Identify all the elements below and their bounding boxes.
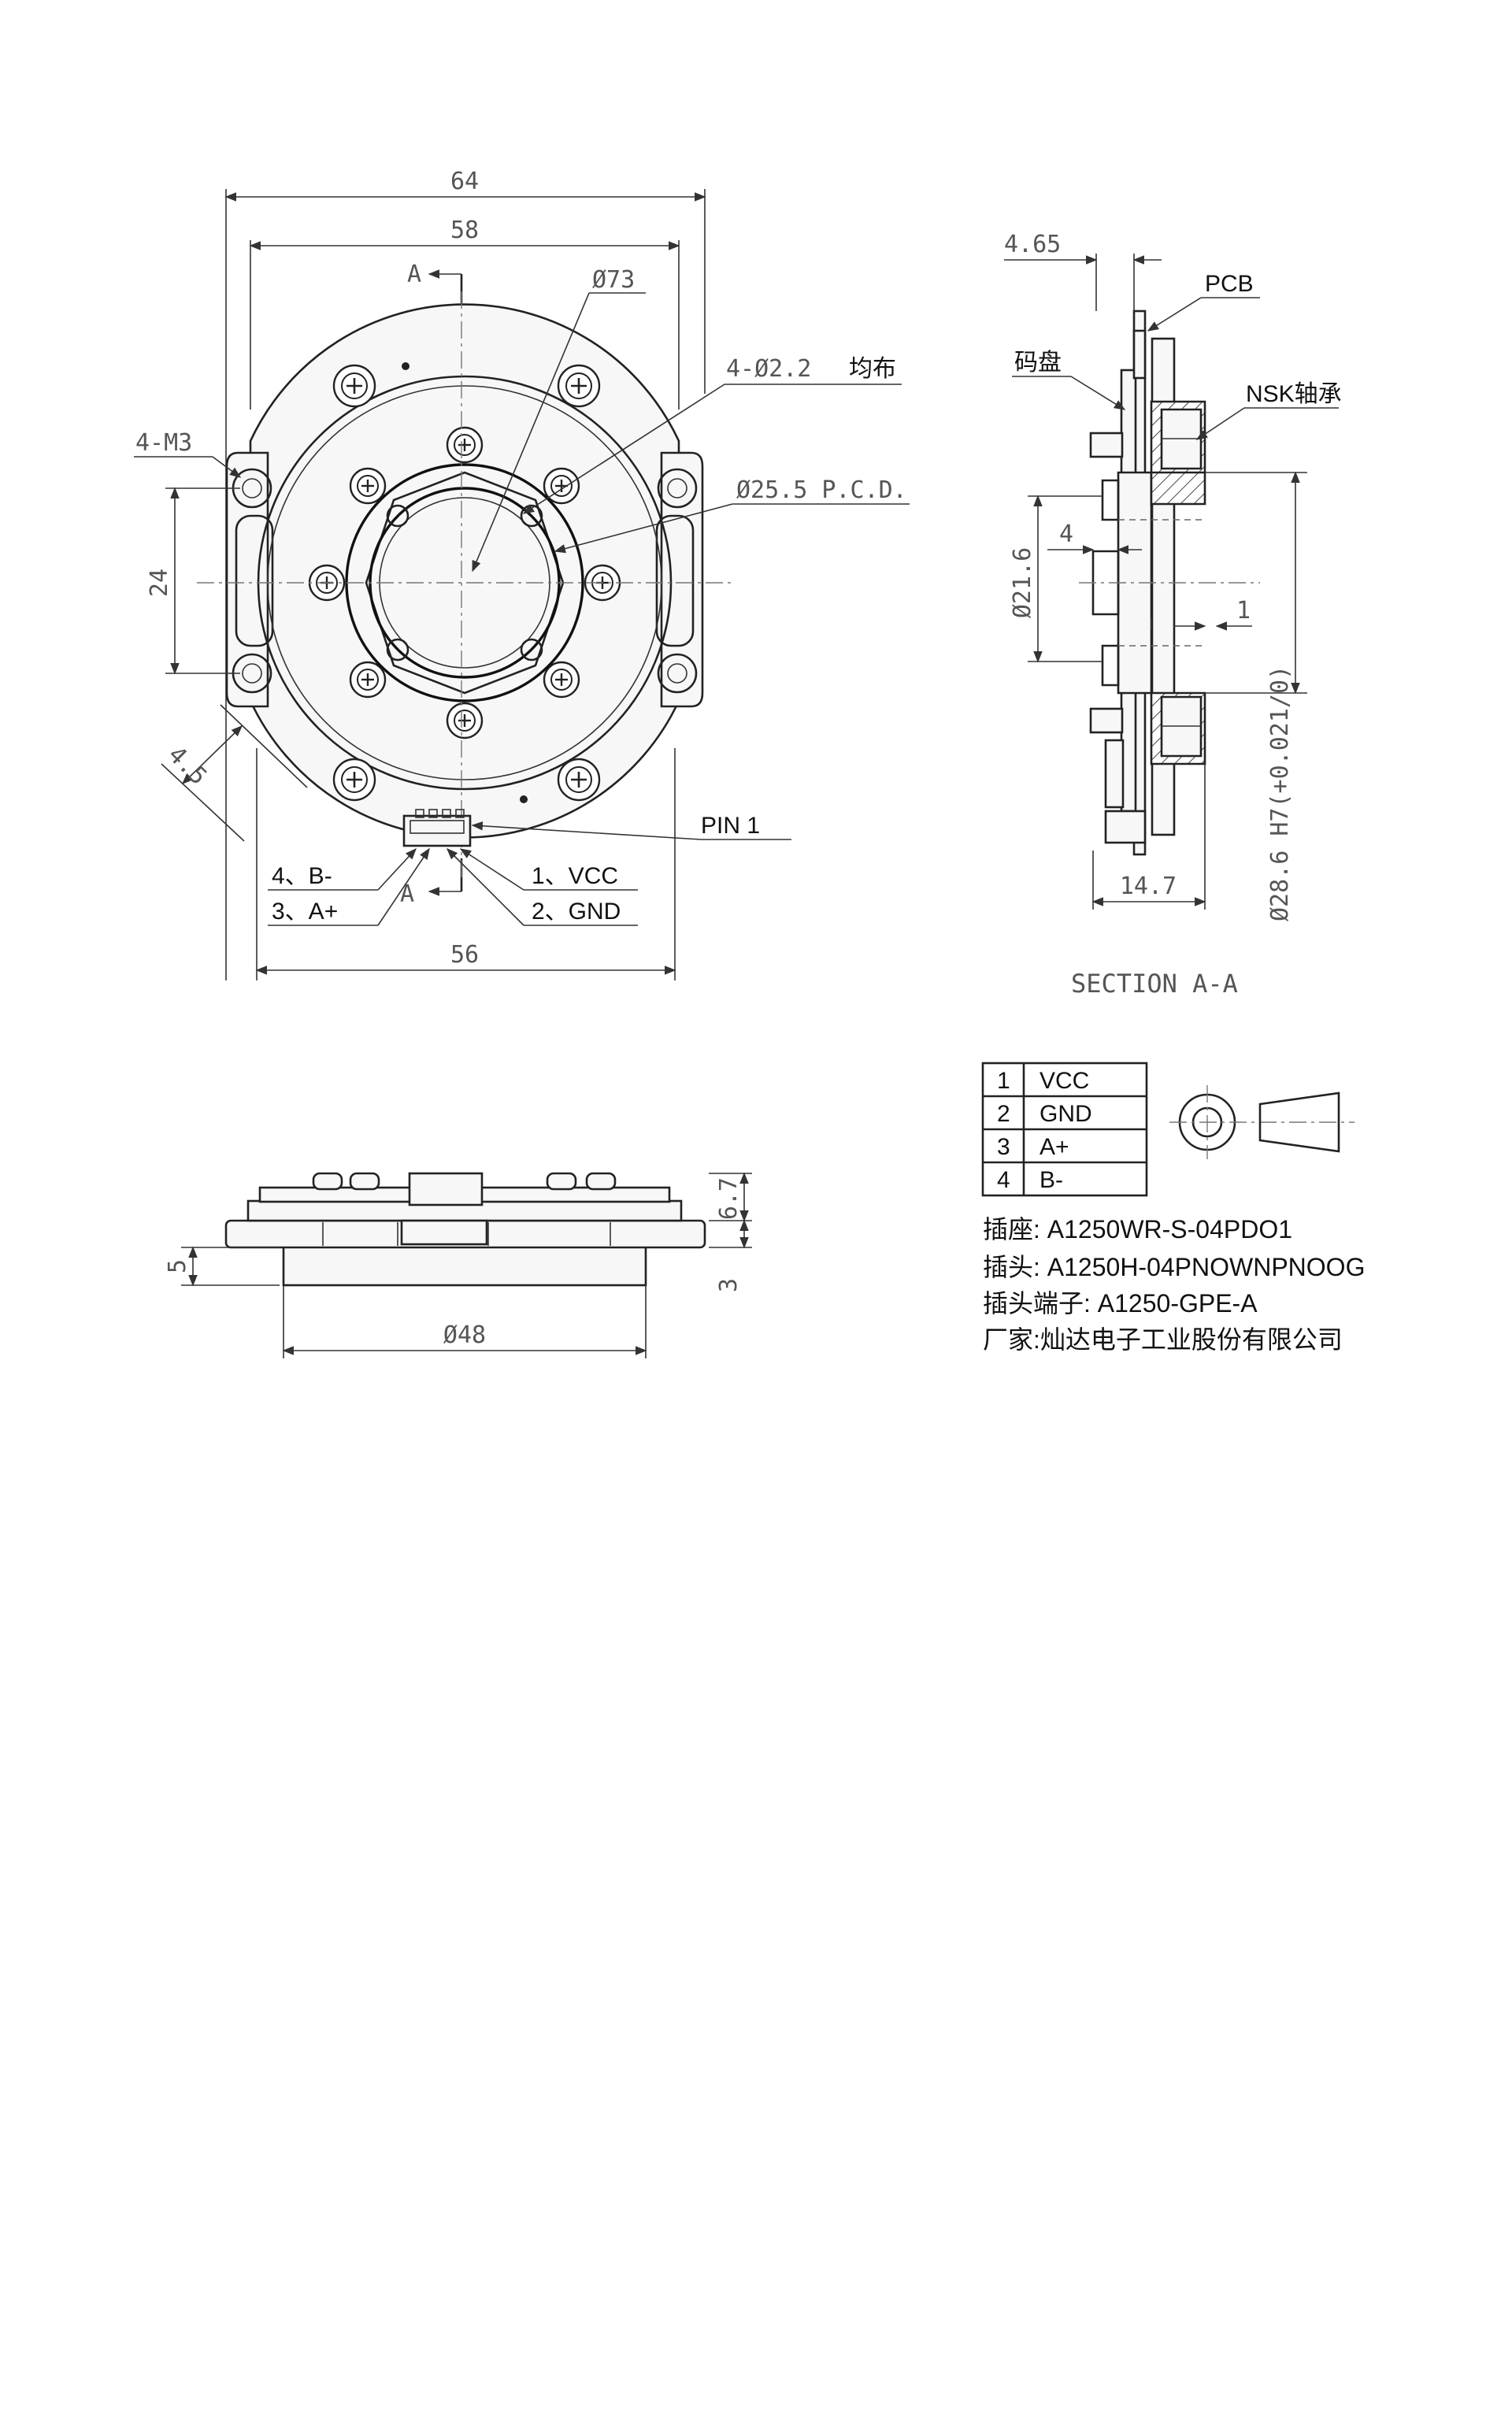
dim-holes: 4-Ø2.2	[726, 355, 811, 383]
spec-manufacturer: 厂家:灿达电子工业股份有限公司	[983, 1325, 1343, 1354]
dim-dia-73: Ø73	[592, 266, 635, 294]
label-pcb: PCB	[1205, 271, 1254, 297]
dim-6-7: 6.7	[715, 1177, 743, 1220]
dim-4-65: 4.65	[1004, 231, 1061, 258]
pin-table-name-2: GND	[1040, 1101, 1092, 1127]
dim-4-5: 4.5	[162, 741, 212, 791]
dim-pcd: Ø25.5 P.C.D.	[736, 476, 907, 504]
dim-gap-1: 1	[1236, 597, 1251, 624]
label-bearing: NSK轴承	[1246, 381, 1342, 407]
section-view: 4.65 PCB 码盘 NSK轴承 Ø21.6 4 1 Ø28.6 H7(+0.…	[1004, 231, 1342, 999]
dim-step-4: 4	[1059, 521, 1073, 548]
pin1-label: PIN 1	[701, 813, 760, 839]
holes-note: 均布	[849, 356, 896, 382]
front-view: 64 58 56 A A	[134, 168, 910, 980]
spec-notes: 插座: A1250WR-S-04PDO1 插头: A1250H-04PNOWNP…	[983, 1215, 1365, 1354]
connector	[402, 809, 472, 847]
pin-table-no-3: 3	[997, 1134, 1010, 1160]
spec-terminal: 插头端子: A1250-GPE-A	[983, 1289, 1258, 1318]
mount-hole-br	[657, 653, 698, 694]
section-mark-a-bottom: A	[400, 880, 414, 908]
pin3-label: 3、A+	[272, 899, 338, 925]
dim-24: 24	[146, 569, 173, 597]
dim-3: 3	[715, 1278, 743, 1292]
dim-58: 58	[450, 217, 479, 244]
pin-table-no-4: 4	[997, 1167, 1010, 1193]
dim-dia-21-6: Ø21.6	[1009, 547, 1036, 618]
section-title: SECTION A-A	[1071, 969, 1238, 999]
pin-table-name-1: VCC	[1040, 1068, 1089, 1094]
spec-socket: 插座: A1250WR-S-04PDO1	[983, 1215, 1292, 1243]
dim-14-7: 14.7	[1120, 873, 1177, 900]
section-mark-a-top: A	[407, 261, 421, 288]
mount-hole-tr	[657, 468, 698, 509]
side-view: 6.7 3 5 Ø48	[164, 1172, 752, 1358]
pin-table-name-3: A+	[1040, 1134, 1069, 1160]
dim-thread: 4-M3	[135, 429, 192, 457]
dim-bore-28-6: Ø28.6 H7(+0.021/0)	[1266, 665, 1294, 921]
projection-symbol	[1169, 1085, 1354, 1159]
pin-table-no-1: 1	[997, 1068, 1010, 1094]
pin1-vcc-label: 1、VCC	[532, 863, 618, 889]
spec-plug: 插头: A1250H-04PNOWNPNOOG	[983, 1253, 1365, 1281]
dim-64: 64	[450, 168, 479, 195]
pin4-label: 4、B-	[272, 863, 332, 889]
side-boss	[282, 1244, 647, 1287]
dim-dia-48: Ø48	[443, 1321, 486, 1349]
pin-table: 1 VCC 2 GND 3 A+ 4 B-	[981, 1062, 1148, 1197]
label-code-disc: 码盘	[1014, 350, 1062, 376]
pin-table-name-4: B-	[1040, 1167, 1063, 1193]
pin-table-no-2: 2	[997, 1101, 1010, 1127]
pin2-gnd-label: 2、GND	[532, 899, 621, 925]
dim-56: 56	[450, 941, 479, 969]
dim-5: 5	[164, 1259, 191, 1273]
